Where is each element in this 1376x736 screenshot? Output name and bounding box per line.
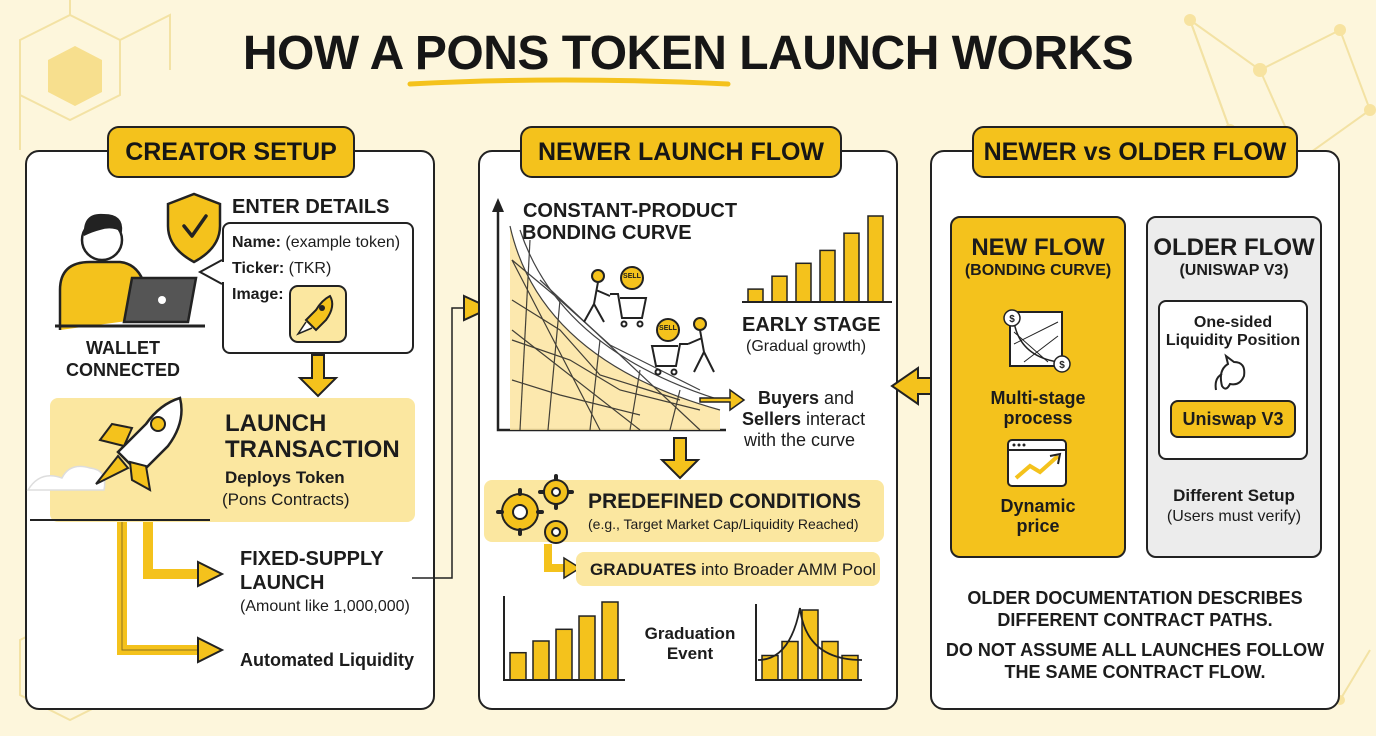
one-sided-line1: One-sided: [1193, 314, 1273, 331]
deploys-token: Deploys Token: [225, 468, 345, 487]
title-part2: LAUNCH WORKS: [726, 27, 1134, 80]
fixed-supply-line2: LAUNCH: [240, 572, 325, 594]
note1-line1: OLDER DOCUMENTATION DESCRIBES: [967, 588, 1303, 608]
multi-stage-line1: Multi-stage: [990, 388, 1086, 408]
one-sided-line2: Liquidity Position: [1165, 332, 1301, 349]
note1-line2: DIFFERENT CONTRACT PATHS.: [997, 610, 1273, 630]
fixed-supply-line1: FIXED-SUPPLY: [240, 548, 384, 570]
bonding-curve-area: [510, 226, 720, 430]
ticker-value: (TKR): [288, 260, 332, 277]
buyer-icon: [650, 317, 715, 376]
rocket-small-icon: [304, 294, 334, 332]
pons-contracts: (Pons Contracts): [222, 490, 350, 509]
enter-details-label: ENTER DETAILS: [232, 196, 390, 218]
dynamic-line1: Dynamic: [1000, 496, 1076, 516]
sellers-line: Sellers interact: [742, 409, 865, 430]
interact-word: interact: [801, 409, 866, 429]
wallet-label-line2: CONNECTED: [65, 360, 180, 380]
name-label: Name:: [232, 234, 281, 251]
uniswap-v3-badge: [1170, 400, 1296, 438]
launch-transaction-box: [50, 398, 415, 522]
comparison-header: NEWER vs OLDER FLOW: [972, 126, 1298, 178]
bonding-curve-mini-icon: $ $: [1003, 309, 1071, 373]
uniswap-v3-label: Uniswap V3: [1182, 409, 1284, 429]
predefined-conditions: PREDEFINED CONDITIONS: [588, 490, 862, 513]
curve-title-line1: CONSTANT-PRODUCT: [522, 200, 738, 222]
svg-text:$: $: [1009, 314, 1015, 325]
page-title: HOW A PONS TOKEN LAUNCH WORKS: [0, 26, 1376, 81]
svg-text:$: $: [1059, 360, 1065, 371]
ticker-field: Ticker: (TKR): [232, 260, 331, 278]
graduates-box: [576, 552, 880, 586]
sell-badge-1: SELL: [623, 273, 641, 280]
name-value: (example token): [285, 234, 401, 251]
newer-flow-header: NEWER LAUNCH FLOW: [520, 126, 842, 178]
sell-badge-2: SELL: [659, 325, 677, 332]
seller-icon: [583, 266, 648, 328]
multi-stage-line2: process: [1003, 408, 1073, 428]
launch-line1: LAUNCH: [225, 410, 327, 437]
buyers-word: Buyers: [758, 388, 820, 408]
name-field: Name: (example token): [232, 234, 400, 252]
curve-title-line2: BONDING CURVE: [522, 222, 692, 244]
note2-line1: DO NOT ASSUME ALL LAUNCHES FOLLOW: [945, 640, 1325, 660]
automated-liquidity: Automated Liquidity: [240, 650, 414, 670]
graduates-rest: into Broader AMM Pool: [696, 560, 876, 579]
conditions-example: (e.g., Target Market Cap/Liquidity Reach…: [588, 516, 859, 532]
peak-bar-axis: [755, 604, 862, 681]
graduates-word: GRADUATES: [590, 560, 697, 579]
with-curve: with the curve: [744, 430, 856, 450]
dynamic-line2: price: [1016, 516, 1060, 536]
older-flow-subtitle: (UNISWAP V3): [1179, 262, 1289, 279]
older-flow-title: OLDER FLOW: [1153, 234, 1315, 261]
price-chart-window-icon: [1007, 439, 1067, 487]
buyers-line: Buyers and: [758, 388, 854, 409]
graduation-line2: Event: [666, 644, 714, 663]
different-setup: Different Setup: [1173, 486, 1295, 505]
image-label: Image:: [232, 286, 284, 303]
early-stage-label: EARLY STAGE: [742, 314, 881, 336]
peak-curve: [757, 607, 863, 661]
title-part1: HOW A: [242, 27, 415, 80]
supply-amount: (Amount like 1,000,000): [240, 598, 410, 615]
ticker-label: Ticker:: [232, 260, 285, 277]
rocket-icon: [116, 396, 183, 476]
gradual-growth: (Gradual growth): [746, 338, 867, 355]
new-flow-card: [950, 216, 1126, 558]
note2-line2: THE SAME CONTRACT FLOW.: [1004, 662, 1266, 682]
new-flow-subtitle: (BONDING CURVE): [964, 262, 1112, 279]
launch-line2: TRANSACTION: [225, 436, 400, 463]
graduation-line1: Graduation: [644, 624, 736, 643]
creator-setup-header: CREATOR SETUP: [107, 126, 355, 178]
new-flow-title: NEW FLOW: [971, 234, 1105, 261]
graduation-bar-axis: [503, 596, 625, 681]
title-highlight: PONS TOKEN: [414, 27, 727, 80]
graduates-line: GRADUATES into Broader AMM Pool: [590, 560, 876, 580]
shield-icon: [166, 192, 222, 264]
sellers-word: Sellers: [742, 409, 802, 429]
and-word: and: [819, 388, 855, 408]
users-verify: (Users must verify): [1166, 508, 1302, 525]
wallet-label-line1: WALLET: [86, 338, 160, 358]
